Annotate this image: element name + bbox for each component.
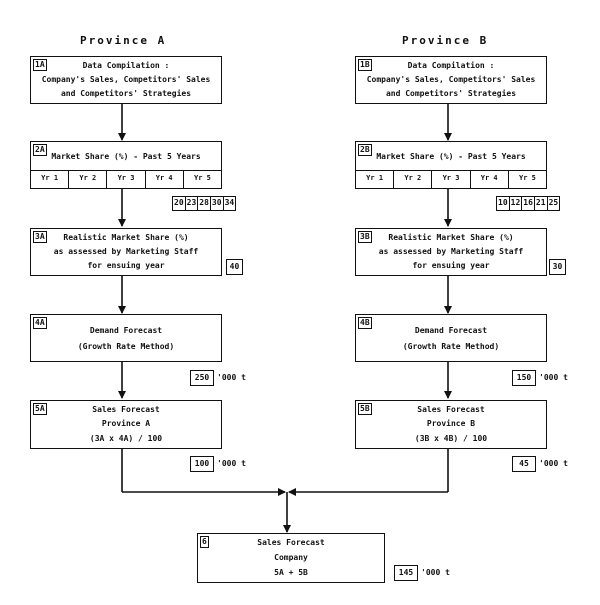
share-value: 16 <box>522 197 535 210</box>
sales-value-a: 100 <box>190 456 214 472</box>
year-cell: Yr 1 <box>31 171 70 188</box>
box-line: and Competitors' Strategies <box>385 89 517 98</box>
box-line: (3A x 4A) / 100 <box>89 434 163 443</box>
box-line: (Growth Rate Method) <box>402 342 500 351</box>
company-sales-value: 145 <box>394 565 418 581</box>
box-line: Realistic Market Share (%) <box>388 233 514 242</box>
sales-forecast-box-b: 5B Sales Forecast Province B (3B x 4B) /… <box>355 400 547 449</box>
market-share-values-b: 10 12 16 21 25 <box>496 196 561 211</box>
box-line: as assessed by Marketing Staff <box>378 247 524 256</box>
province-b-heading: Province B <box>402 34 489 47</box>
box-line: 5A + 5B <box>274 568 308 577</box>
market-share-box-b: 2B Market Share (%) - Past 5 Years Yr 1 … <box>355 141 547 189</box>
box-line: Sales Forecast <box>417 405 485 414</box>
market-share-box-a: 2A Market Share (%) - Past 5 Years Yr 1 … <box>30 141 222 189</box>
box-line: for ensuing year <box>87 261 165 270</box>
sales-unit-a: '000 t <box>217 459 246 468</box>
year-columns: Yr 1 Yr 2 Yr 3 Yr 4 Yr 5 <box>31 170 221 188</box>
year-cell: Yr 4 <box>146 171 184 188</box>
box-tag: 3A <box>33 231 47 243</box>
realistic-share-box-a: 3A Realistic Market Share (%) as assesse… <box>30 228 222 276</box>
box-line: Realistic Market Share (%) <box>63 233 189 242</box>
sales-value-b: 45 <box>512 456 536 472</box>
share-value: 23 <box>186 197 199 210</box>
sales-forecast-box-a: 5A Sales Forecast Province A (3A x 4A) /… <box>30 400 222 449</box>
year-cell: Yr 4 <box>471 171 509 188</box>
box-tag: 5B <box>358 403 372 415</box>
realistic-share-value-a: 40 <box>226 259 243 275</box>
demand-value-a: 250 <box>190 370 214 386</box>
year-cell: Yr 2 <box>394 171 433 188</box>
year-cell: Yr 5 <box>193 174 211 182</box>
share-value: 12 <box>510 197 523 210</box>
demand-unit-a: '000 t <box>217 373 246 382</box>
box-tag: 4B <box>358 317 372 329</box>
share-value: 10 <box>497 197 510 210</box>
share-value: 34 <box>224 198 235 207</box>
box-tag: 1A <box>33 59 47 71</box>
share-value: 25 <box>548 198 559 207</box>
box-line: for ensuing year <box>412 261 490 270</box>
province-a-heading: Province A <box>80 34 167 47</box>
box-line: Province B <box>426 419 476 428</box>
demand-forecast-box-b: 4B Demand Forecast (Growth Rate Method) <box>355 314 547 362</box>
market-share-values-a: 20 23 28 30 34 <box>172 196 237 211</box>
sales-unit-b: '000 t <box>539 459 568 468</box>
box-line: as assessed by Marketing Staff <box>53 247 199 256</box>
data-compilation-box-b: 1B Data Compilation : Company's Sales, C… <box>355 56 547 104</box>
box-line: Data Compilation : <box>407 61 495 70</box>
box-line: Sales Forecast <box>257 538 325 547</box>
box-title: Market Share (%) - Past 5 Years <box>51 152 201 161</box>
demand-unit-b: '000 t <box>539 373 568 382</box>
box-line: Data Compilation : <box>82 61 170 70</box>
box-tag: 2B <box>358 144 372 156</box>
box-tag: 4A <box>33 317 47 329</box>
year-columns: Yr 1 Yr 2 Yr 3 Yr 4 Yr 5 <box>356 170 546 188</box>
box-line: Province A <box>101 419 151 428</box>
box-title: Market Share (%) - Past 5 Years <box>376 152 526 161</box>
share-value: 30 <box>211 197 224 210</box>
demand-forecast-box-a: 4A Demand Forecast (Growth Rate Method) <box>30 314 222 362</box>
box-line: (Growth Rate Method) <box>77 342 175 351</box>
box-line: Sales Forecast <box>92 405 160 414</box>
share-value: 20 <box>173 197 186 210</box>
box-line: Company <box>274 553 308 562</box>
year-cell: Yr 5 <box>518 174 536 182</box>
demand-value-b: 150 <box>512 370 536 386</box>
box-tag: 3B <box>358 231 372 243</box>
box-line: (3B x 4B) / 100 <box>414 434 488 443</box>
year-cell: Yr 1 <box>356 171 395 188</box>
box-tag: 5A <box>33 403 47 415</box>
company-sales-forecast-box: 6 Sales Forecast Company 5A + 5B <box>197 533 385 583</box>
year-cell: Yr 3 <box>107 171 146 188</box>
box-line: Company's Sales, Competitors' Sales <box>41 75 211 84</box>
box-tag: 2A <box>33 144 47 156</box>
year-cell: Yr 3 <box>432 171 471 188</box>
box-line: Demand Forecast <box>89 326 163 335</box>
share-value: 28 <box>198 197 211 210</box>
share-value: 21 <box>535 197 548 210</box>
box-line: Demand Forecast <box>414 326 488 335</box>
data-compilation-box-a: 1A Data Compilation : Company's Sales, C… <box>30 56 222 104</box>
year-cell: Yr 2 <box>69 171 108 188</box>
box-line: Company's Sales, Competitors' Sales <box>366 75 536 84</box>
box-line: and Competitors' Strategies <box>60 89 192 98</box>
realistic-share-value-b: 30 <box>549 259 566 275</box>
box-tag: 1B <box>358 59 372 71</box>
company-sales-unit: '000 t <box>421 568 450 577</box>
realistic-share-box-b: 3B Realistic Market Share (%) as assesse… <box>355 228 547 276</box>
box-tag: 6 <box>200 536 209 548</box>
